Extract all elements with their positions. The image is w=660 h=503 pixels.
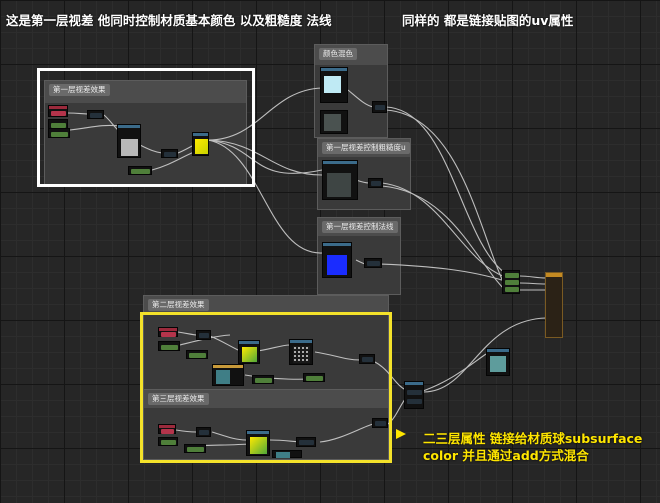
constant-node[interactable] xyxy=(252,375,274,384)
lerp-node[interactable] xyxy=(372,101,387,113)
reroute-node[interactable] xyxy=(502,270,520,294)
preview-swatch xyxy=(121,139,138,156)
preview-swatch xyxy=(327,173,351,197)
texture-sample-node[interactable] xyxy=(322,160,358,200)
add-node[interactable] xyxy=(404,381,424,409)
flatten-normal-node[interactable] xyxy=(364,258,382,268)
comment-title: 第一层视差控制粗糙度u xyxy=(322,142,410,154)
annotation-top-left: 这是第一层视差 他同时控制材质基本颜色 以及粗糙度 法线 xyxy=(6,13,332,28)
texture-sample-node[interactable] xyxy=(486,348,510,376)
comment-title: 第一层视差效果 xyxy=(49,84,110,96)
noise-texture-node[interactable] xyxy=(289,339,313,365)
preview-swatch xyxy=(242,347,257,362)
material-output-node[interactable] xyxy=(545,272,563,338)
multiply-node[interactable] xyxy=(296,437,316,447)
texture-sample-node[interactable] xyxy=(320,67,348,103)
constant-node[interactable] xyxy=(128,166,152,175)
texture-sample-node[interactable] xyxy=(322,242,352,278)
highlight-frame-layer1 xyxy=(37,68,255,187)
add-node[interactable] xyxy=(372,418,388,428)
texture-coordinate-node[interactable] xyxy=(158,327,178,337)
texture-sample-node[interactable] xyxy=(320,110,348,134)
scalar-param-node[interactable] xyxy=(158,437,178,446)
texture-coordinate-node[interactable] xyxy=(48,105,68,117)
highlight-frame-layers-2-3 xyxy=(140,312,392,463)
preview-swatch xyxy=(327,255,347,275)
constant-node[interactable] xyxy=(186,350,208,359)
constant-node[interactable] xyxy=(303,373,325,382)
comment-title: 第三层视差效果 xyxy=(148,393,209,405)
comment-title: 颜色混色 xyxy=(319,48,357,60)
preview-swatch xyxy=(324,76,341,93)
add-node[interactable] xyxy=(359,354,375,364)
multiply-node[interactable] xyxy=(87,110,104,119)
annotation-note-line2: color 并且通过add方式混合 xyxy=(423,448,589,463)
preview-swatch xyxy=(490,356,506,372)
scalar-param-node[interactable] xyxy=(158,341,180,351)
multiply-node[interactable] xyxy=(196,330,211,340)
texture-sample-node[interactable] xyxy=(238,340,260,364)
multiply-node[interactable] xyxy=(196,427,211,437)
preview-swatch xyxy=(293,346,310,363)
texture-sample-node[interactable] xyxy=(192,132,209,156)
preview-swatch xyxy=(216,370,230,384)
scalar-param-node[interactable] xyxy=(48,128,70,138)
constant-node[interactable] xyxy=(184,444,206,453)
add-node[interactable] xyxy=(161,149,178,158)
texture-sample-node[interactable] xyxy=(246,430,270,456)
comment-title: 第二层视差效果 xyxy=(148,299,209,311)
bump-offset-node[interactable] xyxy=(117,124,141,158)
preview-swatch xyxy=(195,139,208,154)
arrow-icon xyxy=(396,429,406,439)
annotation-note-line1: 二三层属性 链接给材质球subsurface xyxy=(423,431,643,446)
texture-coordinate-node[interactable] xyxy=(158,424,176,434)
preview-swatch xyxy=(250,437,267,454)
texture-sample-node[interactable] xyxy=(272,450,302,458)
preview-swatch xyxy=(276,452,290,458)
annotation-top-right: 同样的 都是链接贴图的uv属性 xyxy=(402,13,574,28)
multiply-node[interactable] xyxy=(368,178,383,188)
preview-swatch xyxy=(324,114,341,131)
texture-sample-node[interactable] xyxy=(212,364,244,386)
comment-title: 第一层视差控制法线 xyxy=(322,221,398,233)
